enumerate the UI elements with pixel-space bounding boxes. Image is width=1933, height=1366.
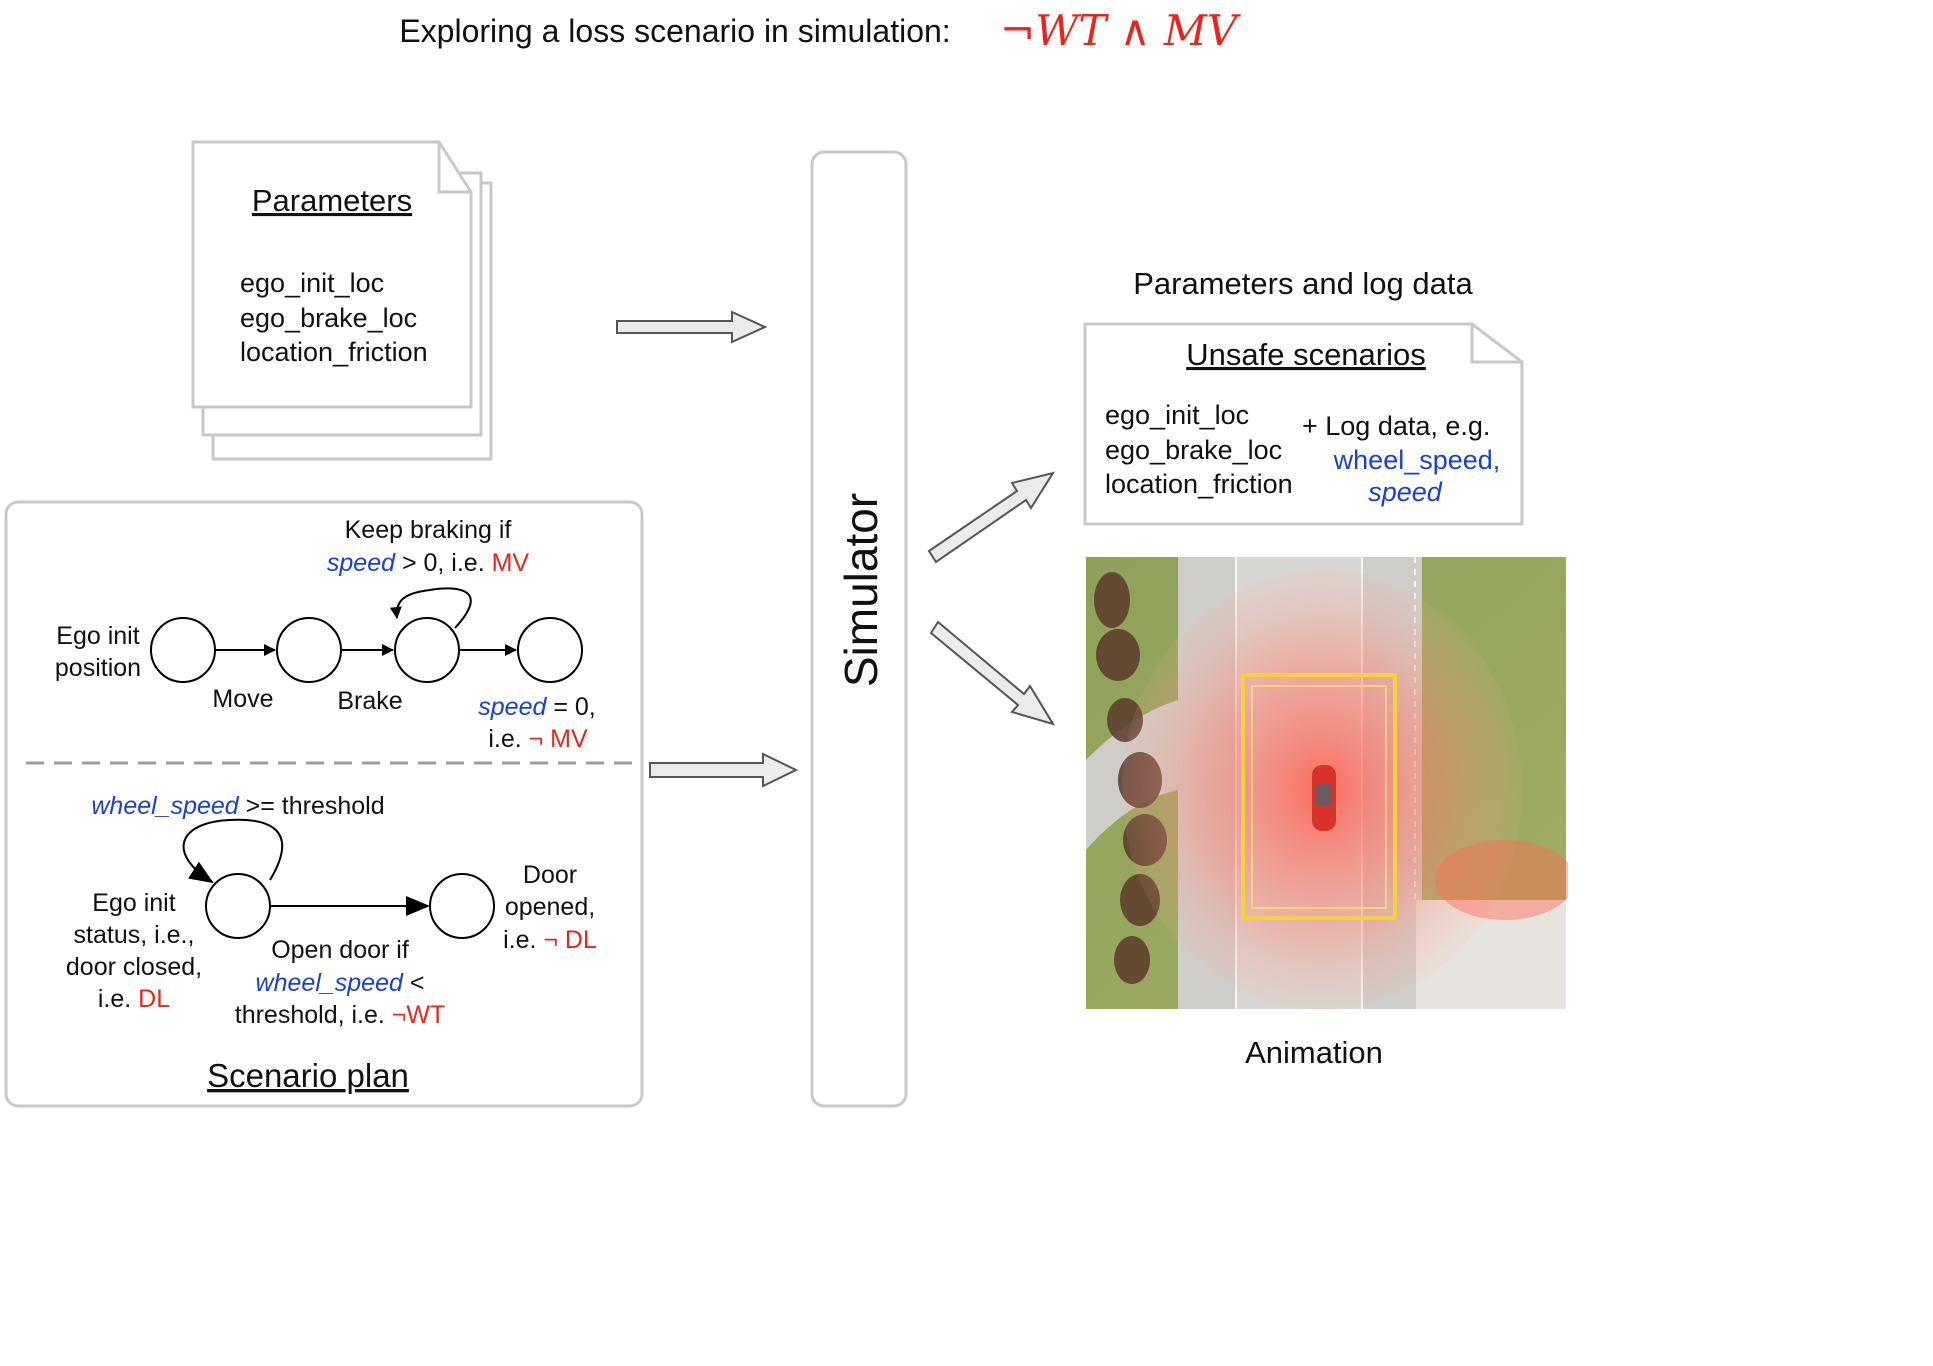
animation-caption: Animation	[1245, 1035, 1383, 1070]
arrow-simulator-to-log	[927, 471, 1056, 564]
keep-braking-label: Keep braking if	[345, 516, 512, 544]
unsafe-scenarios-heading: Unsafe scenarios	[1186, 337, 1426, 372]
arrow-simulator-to-animation	[929, 620, 1056, 726]
edge-wheel-speed-loop	[182, 818, 284, 884]
parameter-ego-init-loc: ego_init_loc	[240, 268, 384, 298]
edge-move-label: Move	[212, 685, 273, 713]
stopped-condition-line1: speed = 0,	[478, 693, 595, 721]
state-door-closed	[205, 873, 271, 939]
simulator-box	[810, 150, 908, 1108]
condition-prefix: i.e.	[503, 926, 543, 954]
edge-keep-braking-loop	[389, 587, 472, 629]
parameter-location-friction: location_friction	[240, 337, 428, 367]
output-ego-init-loc: ego_init_loc	[1105, 400, 1249, 430]
door-opened-label-line2: opened,	[505, 893, 595, 921]
top-state-machine	[150, 587, 583, 683]
arrow-plan-to-simulator	[649, 752, 799, 788]
simulation-animation-frame	[1086, 557, 1568, 1010]
open-door-label-line3: threshold, i.e. ¬WT	[235, 1001, 446, 1029]
simulator-label: Simulator	[835, 493, 887, 687]
condition-prefix: threshold, i.e.	[235, 1001, 392, 1029]
log-var-wheel-speed: wheel_speed,	[1333, 445, 1501, 475]
predicate-not-wt: ¬WT	[392, 1001, 445, 1029]
parameters-document-stack	[191, 140, 493, 461]
door-closed-label-line3: door closed,	[66, 953, 202, 981]
state-door-opened	[429, 873, 495, 939]
state-stopped	[517, 617, 583, 683]
condition-text: <	[403, 969, 425, 997]
start-label-line2: position	[55, 654, 141, 682]
log-data-label: + Log data, e.g.	[1302, 411, 1490, 441]
condition-text: >= threshold	[239, 792, 385, 820]
parameters-heading: Parameters	[252, 183, 412, 218]
var-wheel-speed: wheel_speed	[256, 969, 404, 997]
open-door-label-line2: wheel_speed <	[256, 969, 425, 997]
var-speed: speed	[327, 549, 396, 577]
loss-scenario-diagram: Exploring a loss scenario in simulation:…	[4, 6, 1568, 1108]
title-formula: ¬WT ∧ MV	[1000, 6, 1241, 55]
log-var-speed: speed	[1368, 477, 1443, 507]
edge-brake-label: Brake	[337, 687, 402, 715]
keep-braking-condition: speed > 0, i.e. MV	[327, 549, 530, 577]
door-closed-label-line2: status, i.e.,	[74, 921, 195, 949]
state-move	[276, 617, 342, 683]
bottom-state-machine	[182, 818, 495, 939]
door-closed-label-line1: Ego init	[92, 889, 175, 917]
output-ego-brake-loc: ego_brake_loc	[1105, 435, 1282, 465]
diagram-title: Exploring a loss scenario in simulation:	[399, 13, 950, 49]
unsafe-scenarios-document	[1083, 322, 1524, 526]
open-door-label-line1: Open door if	[271, 936, 409, 964]
var-wheel-speed: wheel_speed	[91, 792, 239, 820]
state-brake	[394, 617, 460, 683]
output-location-friction: location_friction	[1105, 469, 1293, 499]
var-speed: speed	[478, 693, 547, 721]
parameter-ego-brake-loc: ego_brake_loc	[240, 303, 417, 333]
predicate-not-mv: ¬ MV	[529, 725, 588, 753]
condition-text: = 0,	[546, 693, 595, 721]
condition-prefix: i.e.	[98, 985, 138, 1013]
scenario-plan-caption: Scenario plan	[207, 1057, 409, 1094]
arrow-parameters-to-simulator	[616, 310, 768, 344]
predicate-mv: MV	[492, 549, 530, 577]
predicate-not-dl: ¬ DL	[543, 926, 597, 954]
condition-prefix: i.e.	[488, 725, 528, 753]
door-closed-label-line4: i.e. DL	[98, 985, 170, 1013]
door-opened-label-line3: i.e. ¬ DL	[503, 926, 597, 954]
start-label-line1: Ego init	[56, 622, 139, 650]
state-ego-init-position	[150, 617, 216, 683]
wheel-speed-loop-label: wheel_speed >= threshold	[91, 792, 384, 820]
stopped-condition-line2: i.e. ¬ MV	[488, 725, 588, 753]
condition-text: > 0, i.e.	[395, 549, 492, 577]
door-opened-label-line1: Door	[523, 861, 577, 889]
output-heading: Parameters and log data	[1133, 266, 1473, 301]
predicate-dl: DL	[138, 985, 170, 1013]
